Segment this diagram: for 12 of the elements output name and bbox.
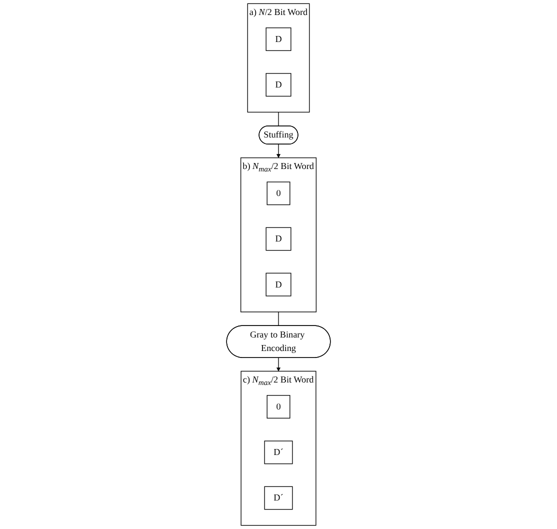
node-box: 0 [266, 182, 290, 206]
arrow [276, 357, 280, 372]
node-box: D [266, 272, 292, 296]
node-box: D´ [264, 440, 293, 464]
node-box: D [266, 27, 292, 51]
connector [278, 112, 279, 126]
node-box: 0 [266, 395, 290, 419]
node-box: D [266, 227, 292, 251]
node-box: D´ [264, 486, 293, 510]
connector [278, 312, 279, 326]
node-box: D [266, 73, 292, 97]
arrow [276, 144, 280, 158]
